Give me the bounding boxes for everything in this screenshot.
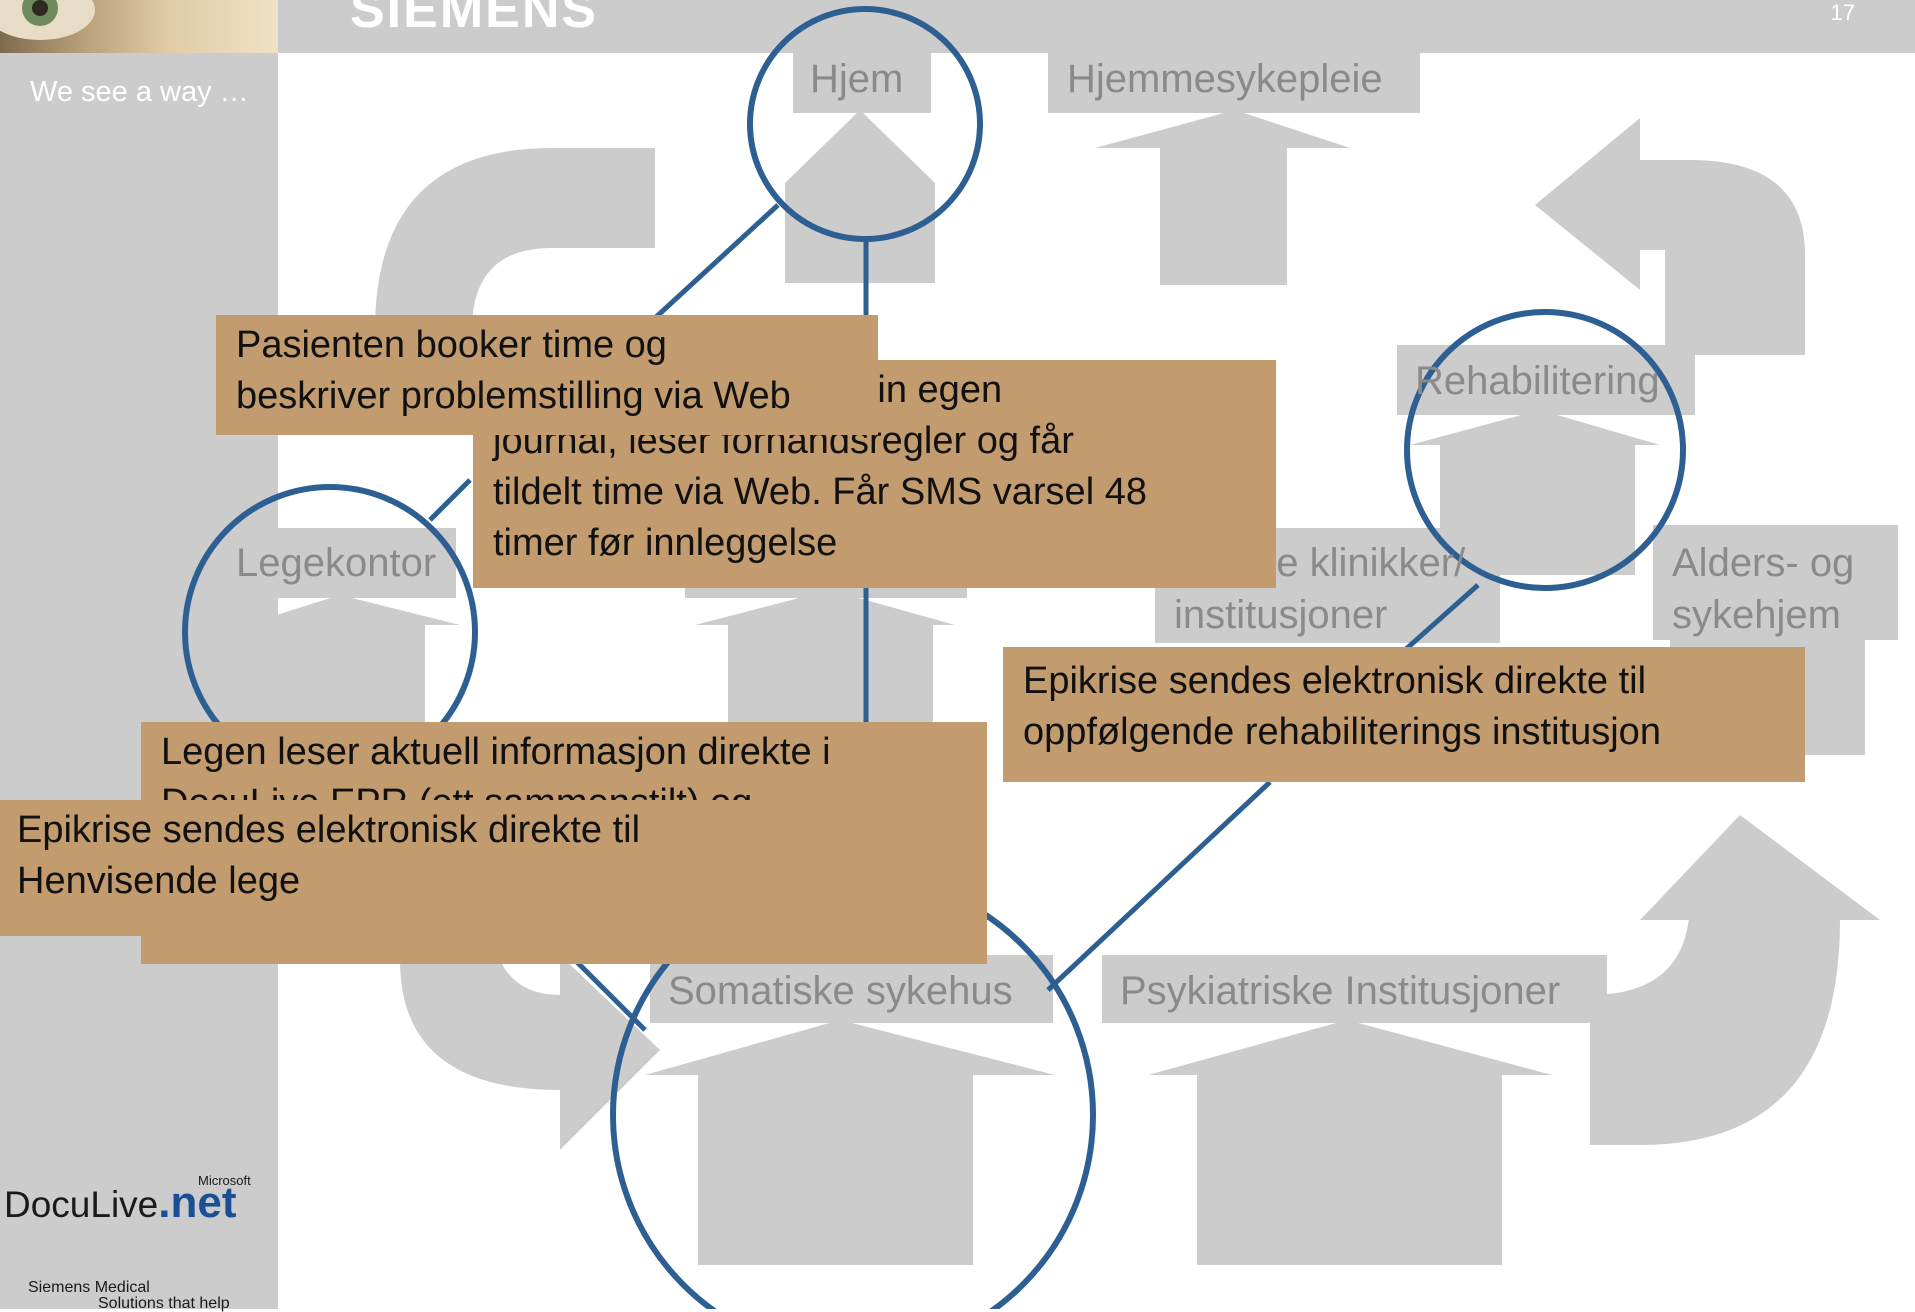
tagline: We see a way … — [30, 76, 249, 108]
label-somatiske: Somatiske sykehus — [668, 969, 1013, 1013]
top-bar — [278, 0, 1915, 53]
curved-arrow-icon — [1535, 118, 1805, 355]
label-private-2: institusjoner — [1174, 593, 1388, 637]
label-psykiatriske: Psykiatriske Institusjoner — [1120, 969, 1561, 1013]
curved-arrow-icon — [1590, 815, 1880, 1145]
arrow-up-icon — [1148, 1020, 1552, 1265]
note-rehab: Epikrise sendes elektronisk direkte til … — [1003, 647, 1805, 782]
doculive-logo: DocuLive.net Microsoft — [4, 1173, 251, 1227]
label-rehabilitering: Rehabilitering — [1415, 359, 1660, 403]
label-alders-1: Alders- og — [1672, 541, 1855, 585]
label-hjem: Hjem — [810, 57, 904, 101]
highlight-circle — [1404, 309, 1686, 591]
page-number: 17 — [1830, 0, 1855, 25]
sidebar — [0, 0, 278, 1309]
label-hjemmesykepleie: Hjemmesykepleie — [1067, 57, 1383, 101]
brand-logo: SIEMENS — [350, 0, 599, 39]
highlight-circle — [747, 6, 983, 242]
arrow-up-icon — [645, 1020, 1055, 1265]
arrow-up-icon — [1095, 110, 1350, 285]
note-booking: Pasienten booker time og beskriver probl… — [216, 315, 878, 435]
siemens-medical-logo: Siemens Medical Solutions that help — [28, 1279, 230, 1312]
arrow-up-icon — [785, 110, 935, 283]
label-alders-2: sykehjem — [1672, 593, 1841, 637]
eye-photo — [0, 0, 278, 53]
note-henvisende: Epikrise sendes elektronisk direkte til … — [0, 800, 755, 936]
label-legekontor: Legekontor — [236, 541, 437, 585]
